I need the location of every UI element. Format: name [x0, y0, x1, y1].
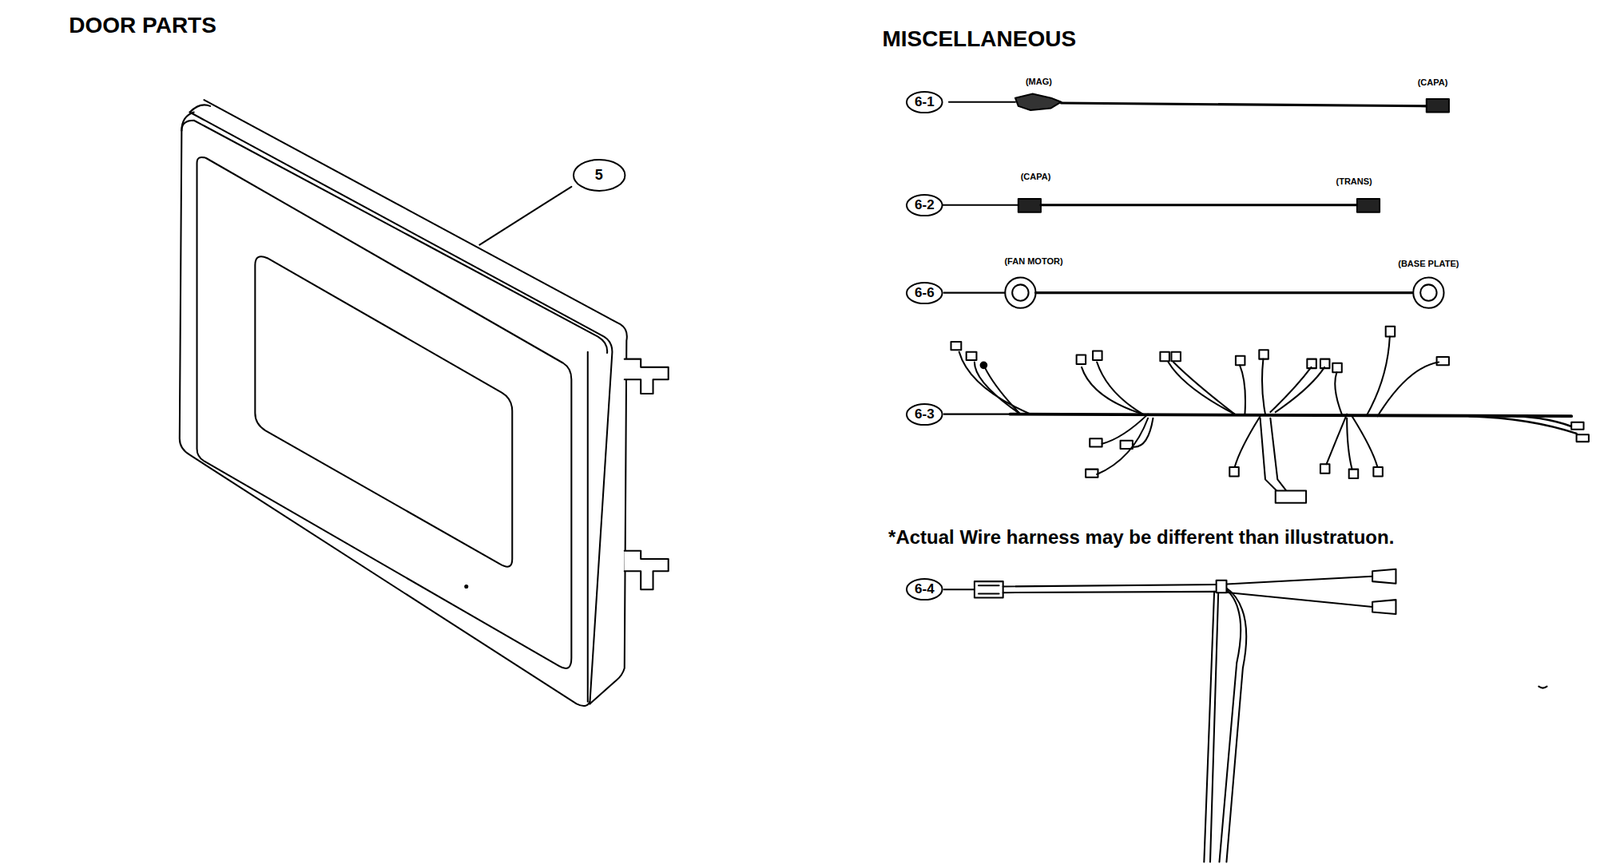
callout-number: 6-4	[914, 581, 935, 598]
terminal-label: (CAPA)	[1416, 77, 1450, 88]
section-heading: MISCELLANEOUS	[880, 26, 1078, 52]
callout-number: 5	[595, 166, 604, 184]
callout-oval: 6-6	[905, 281, 944, 305]
callout-number: 6-2	[914, 197, 935, 214]
section-heading: DOOR PARTS	[67, 12, 219, 39]
callout-number: 6-3	[914, 406, 935, 423]
door-illustration	[179, 99, 669, 707]
terminal-label: (TRANS)	[1334, 176, 1374, 187]
terminal-label: (BASE PLATE)	[1396, 258, 1461, 269]
terminal-label: (CAPA)	[1019, 171, 1053, 182]
terminal-label: (FAN MOTOR)	[1002, 256, 1065, 267]
wire-harness-6-3	[944, 326, 1589, 504]
wire-6-4	[944, 569, 1397, 863]
callout-oval: 6-4	[905, 578, 944, 601]
wire-6-1	[948, 94, 1450, 113]
callout-oval: 6-3	[905, 403, 944, 426]
callout-oval: 6-1	[905, 91, 944, 114]
wire-6-2	[942, 198, 1380, 213]
callout-number: 6-1	[914, 94, 935, 111]
callout-oval: 6-2	[905, 194, 944, 217]
callout-oval: 5	[572, 158, 626, 192]
terminal-label: (MAG)	[1024, 76, 1054, 87]
wire-6-6	[944, 277, 1445, 308]
note-text: *Actual Wire harness may be different th…	[886, 526, 1396, 549]
callout-number: 6-6	[914, 285, 935, 302]
